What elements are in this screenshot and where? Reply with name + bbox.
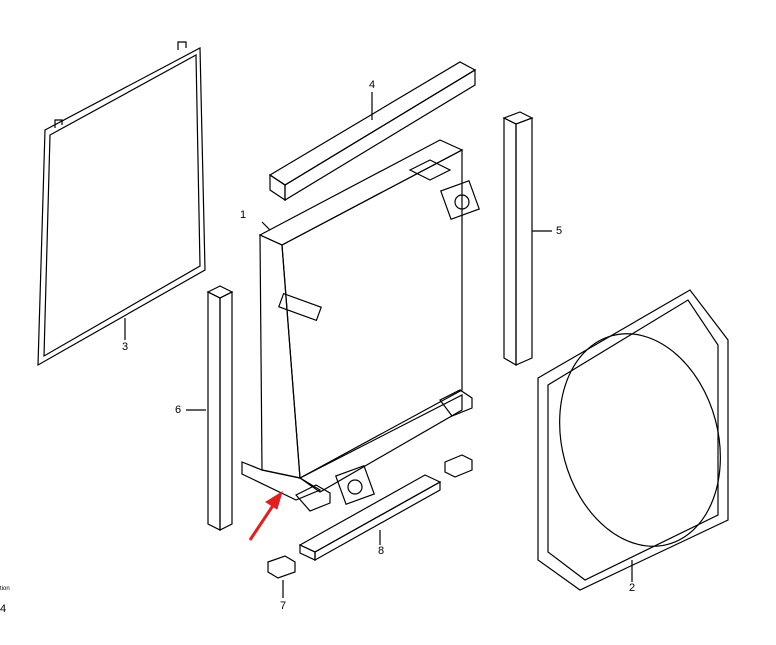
page-number-fragment: 4 xyxy=(0,603,7,615)
callout-2: 2 xyxy=(629,582,636,594)
callout-7: 7 xyxy=(280,600,287,612)
part-8-bottom-bar xyxy=(298,474,442,562)
part-8-pad xyxy=(444,454,473,478)
part-7-pad xyxy=(267,555,296,598)
red-arrow-indicator xyxy=(248,490,283,541)
callout-3: 3 xyxy=(122,341,129,353)
caption-fragment: tion xyxy=(0,586,10,592)
callout-6: 6 xyxy=(175,404,182,416)
part-5-side-bar xyxy=(502,111,552,367)
part-4-top-bar xyxy=(268,61,477,202)
part-1-radiator xyxy=(241,139,480,512)
callout-4: 4 xyxy=(369,79,376,91)
callout-8: 8 xyxy=(378,545,385,557)
callout-1: 1 xyxy=(240,209,247,221)
part-6-side-bar xyxy=(186,285,234,531)
callout-5: 5 xyxy=(556,225,563,237)
part-3-screen xyxy=(37,41,206,367)
part-2-fan-shroud xyxy=(537,289,729,591)
